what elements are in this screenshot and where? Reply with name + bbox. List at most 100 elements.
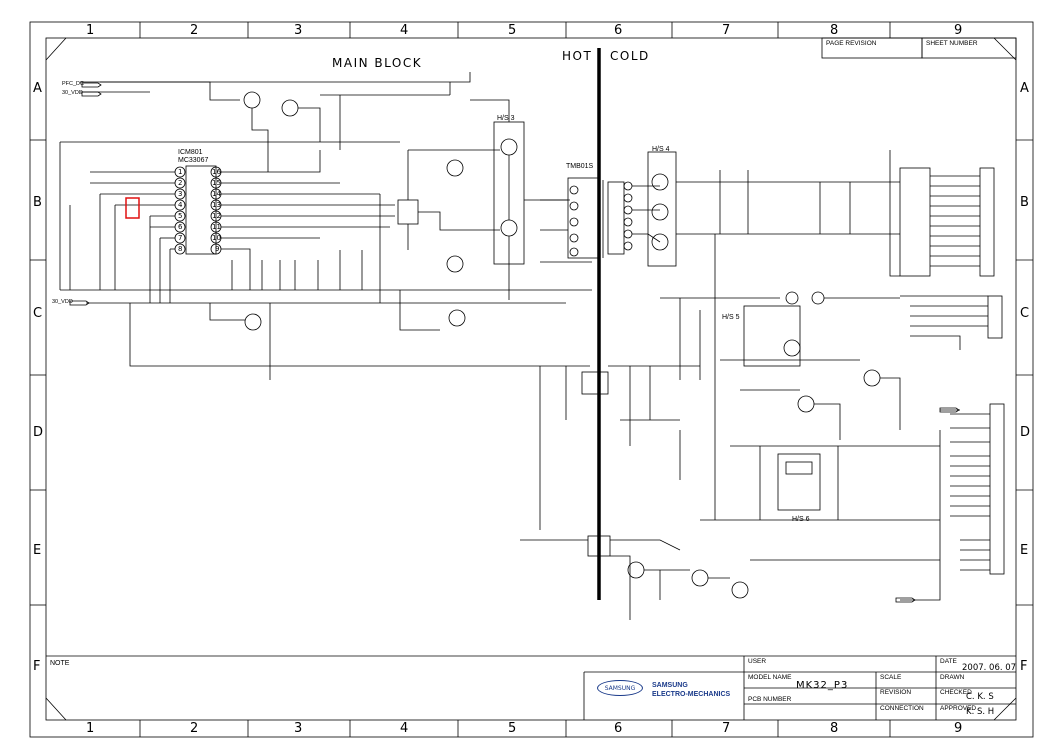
col-label-top-4: 4 [400,23,409,38]
row-label-left-e: E [33,543,42,558]
transistor-qm801 [243,91,261,109]
ic-pin-12: 12 [212,212,221,220]
page-revision-label: PAGE REVISION [826,40,877,47]
ic-part-number: MC33067 [178,157,209,164]
row-label-right-b: B [1020,195,1029,210]
col-label-top-7: 7 [722,23,731,38]
transistor-qm802 [281,99,299,117]
row-dividers [30,139,1033,606]
row-label-right-a: A [1020,81,1029,96]
col-label-top-3: 3 [294,23,303,38]
ic-pin-9: 9 [215,245,220,253]
ic-pin-16: 16 [212,168,221,176]
ic-pin-7: 7 [178,234,183,242]
col-label-bottom-2: 2 [190,721,199,736]
inner-frame [45,37,1017,721]
connector-cnm802-wires [930,175,980,267]
samsung-logo-text: SAMSUNG [604,684,636,692]
date-value: 2007. 06. 07 [962,663,1017,673]
pcb-number-label: PCB NUMBER [748,696,792,703]
main-block-heading: MAIN BLOCK [332,56,423,70]
ic-pin-1: 1 [178,168,183,176]
connection-label: CONNECTION [880,705,924,712]
mosfet-qm803 [446,159,464,177]
vdd-30-lower-net-label: 30_VDD [52,299,73,305]
ic-pin-10: 10 [212,234,221,242]
col-label-bottom-6: 6 [614,721,623,736]
checked-label: CHECKED [940,689,972,696]
col-label-bottom-5: 5 [508,721,517,736]
row-label-left-d: D [33,425,44,440]
col-label-bottom-9: 9 [954,721,963,736]
sheet-number-label: SHEET NUMBER [926,40,978,47]
revision-label: REVISION [880,689,912,696]
vdd-30-net-label: 30_VDD [62,90,83,96]
heatsink-hs4-label: H/S 4 [652,146,670,153]
scale-label: SCALE [880,674,902,681]
ic-pin-3: 3 [178,190,183,198]
ic-pin-5: 5 [178,212,183,220]
col-label-top-5: 5 [508,23,517,38]
row-label-left-b: B [33,195,42,210]
hot-side-label: HOT [562,49,593,63]
col-label-top-8: 8 [830,23,839,38]
approved-value: K. S. H [966,707,995,717]
pfc-dc-net-label: PFC_DC [62,81,85,87]
drawn-label: DRAWN [940,674,965,681]
heatsink-hs6-label: H/S 6 [792,516,810,523]
outer-frame [29,21,1034,738]
heatsink-hs5-body [743,305,801,367]
ic-reference: ICM801 [178,149,203,156]
ic-pin-14: 14 [212,190,221,198]
ic-pin-6: 6 [178,223,183,231]
col-label-bottom-8: 8 [830,721,839,736]
samsung-logo: SAMSUNG [597,680,643,696]
connector-cnm803-body [979,167,995,277]
highlight-box [125,197,140,219]
note-label: NOTE [50,660,70,667]
cold-side-label: COLD [610,49,650,63]
optocoupler-pcm801 [581,371,609,395]
col-label-bottom-3: 3 [294,721,303,736]
col-label-top-2: 2 [190,23,199,38]
heatsink-hs5-label: H/S 5 [722,314,740,321]
heatsink-hs3-label: H/S 3 [497,115,515,122]
heatsink-hs4-body [647,151,677,267]
row-label-right-d: D [1020,425,1031,440]
row-label-left-a: A [33,81,42,96]
ic-pin-15: 15 [212,179,221,187]
connector-cnm802-body [899,167,931,277]
user-label: USER [748,658,767,665]
transformer-label: TMB01S [566,163,594,170]
connector-cn801-body [989,403,1005,575]
mosfet-qm805 [448,309,466,327]
model-name-label: MODEL NAME [748,674,792,681]
company-name-line1: SAMSUNG [652,682,688,689]
transistor-qm806 [244,313,262,331]
model-name-value: MK32_P3 [796,680,849,691]
column-dividers [139,22,891,737]
company-name-line2: ELECTRO-MECHANICS [652,691,731,698]
row-label-right-c: C [1020,306,1030,321]
col-label-bottom-1: 1 [86,721,95,736]
row-label-left-c: C [33,306,43,321]
col-label-bottom-7: 7 [722,721,731,736]
ic-pin-2: 2 [178,179,183,187]
ic-pin-8: 8 [178,245,183,253]
ic-pin-11: 11 [212,223,221,231]
connector-cn801-wires [950,413,990,571]
connector-cnm803-lower [987,295,1003,339]
col-label-bottom-4: 4 [400,721,409,736]
col-label-top-6: 6 [614,23,623,38]
col-label-top-9: 9 [954,23,963,38]
col-label-top-1: 1 [86,23,95,38]
mosfet-qm804 [446,255,464,273]
date-label: DATE [940,658,957,665]
checked-value: C. K. S [966,692,994,702]
approved-label: APPROVED [940,705,977,712]
heatsink-hs6-body [777,453,821,511]
row-label-right-f: F [1020,659,1028,674]
row-label-right-e: E [1020,543,1029,558]
title-block-lines [46,655,1016,720]
